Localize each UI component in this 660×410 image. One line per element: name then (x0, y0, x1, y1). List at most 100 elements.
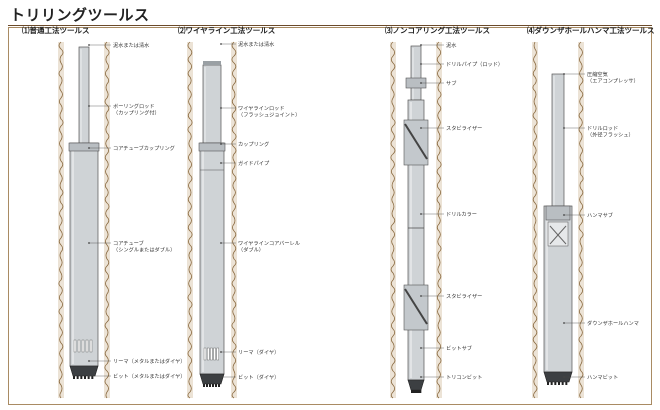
bit-tooth (209, 384, 211, 387)
leader-dot (563, 73, 565, 75)
leader-dot (88, 242, 90, 244)
bit-tooth (554, 382, 557, 385)
bit-tooth (419, 390, 422, 393)
part-label: ガイドパイプ (238, 159, 270, 167)
part-label: スタビライザー (446, 124, 482, 132)
tool-group-1: ⑴普通工法ツールス泥水または清水ボーリングロッド（カップリング付）コアチューブカ… (22, 25, 185, 399)
stabilizer-blade (404, 288, 428, 325)
part-label: スタビライザー (446, 292, 482, 300)
leader-dot (420, 82, 422, 84)
part-label: ドリルロッド (587, 126, 618, 132)
part-label: リーマ（メタルまたはダイヤ） (113, 357, 185, 365)
bit-tooth (73, 376, 75, 379)
title-divider (8, 25, 652, 26)
tool-title: ⑴普通工法ツールス (22, 25, 90, 35)
part-label: 泥水または清水 (238, 40, 275, 48)
part-label: （ダブル） (238, 246, 264, 254)
borehole-edge-left (58, 41, 64, 399)
part-label: カップリング (238, 140, 269, 148)
reamer-slot (210, 347, 213, 361)
reamer-slot (81, 339, 85, 353)
part-label: ビット（メタルまたはダイヤ） (113, 372, 185, 380)
leader-dot (563, 322, 565, 324)
leader-dot (88, 375, 90, 377)
drill-rod (202, 64, 222, 144)
bit-tooth (203, 384, 205, 387)
part-label: 泥水または清水 (113, 41, 150, 49)
bit-tooth (412, 390, 415, 393)
reamer-slot (203, 347, 207, 361)
bit-tooth (215, 384, 217, 387)
reamer-slot (77, 339, 81, 353)
bit-tooth (417, 390, 420, 393)
bit-tooth (80, 376, 83, 379)
part-label: （外径フラッシュ） (587, 131, 634, 139)
leader-dot (563, 376, 565, 378)
leader-dot (563, 127, 565, 129)
drill-bit (543, 371, 573, 383)
page-title: トリリングツールス (10, 6, 150, 24)
leader-dot (420, 63, 422, 65)
bit-tooth (411, 390, 413, 393)
part-label: コアチューブ (113, 239, 144, 247)
leader-dot (88, 360, 90, 362)
tool-title: ⑵ワイヤライン工法ツールス (178, 25, 275, 35)
leader-dot (420, 376, 422, 378)
bit-tooth (558, 382, 560, 385)
part-label: コアチューブカップリング (113, 144, 175, 152)
borehole-wall-right (578, 42, 584, 398)
leader-dot (88, 147, 90, 149)
leader-dot (420, 127, 422, 129)
stabilizer-blade (404, 123, 428, 160)
drill-rod (78, 46, 90, 144)
part-label: 泥水 (446, 41, 457, 49)
part-label: （エアコンプレッサ） (587, 78, 639, 85)
leader-dot (220, 143, 222, 145)
part-label: トリコンビット (446, 373, 482, 381)
borehole-wall-left (532, 42, 538, 398)
borehole-wall-left (58, 42, 64, 398)
borehole-edge-left (187, 41, 193, 399)
reamer-slot (216, 347, 220, 361)
part-label: （カップリング付） (113, 109, 160, 117)
borehole-edge-right (104, 41, 110, 399)
borehole-wall-right (231, 42, 237, 398)
hammer-spring (549, 225, 567, 245)
part-label: ハンマサブ (587, 211, 613, 219)
bit-tooth (416, 390, 418, 393)
part-label: サブ (446, 79, 456, 87)
part-label: ワイヤラインコアバーレル (238, 240, 300, 247)
bit-tooth (206, 384, 208, 387)
part-label: ビットサブ (446, 344, 472, 352)
tool-group-4: ⑷ダウンザホールハンマ工法ツールス圧縮空気（エアコンプレッサ）ドリルロッド（外径… (527, 25, 655, 399)
bit-tooth (84, 376, 86, 379)
hammer-sub (545, 205, 571, 221)
drill-bit (199, 373, 225, 385)
coupling (68, 142, 100, 152)
tool-title: ⑷ダウンザホールハンマ工法ツールス (527, 25, 655, 35)
bit-tooth (212, 384, 214, 387)
borehole-wall-left (390, 42, 396, 398)
leader-dot (220, 376, 222, 378)
leader-dot (220, 162, 222, 164)
borehole-edge-right (578, 41, 584, 399)
part-label: ワイヤラインロッド (238, 105, 285, 112)
borehole-wall-left (187, 42, 193, 398)
part-label: リーマ（ダイヤ） (238, 348, 279, 356)
part-label: ハンマビット (587, 373, 618, 381)
part-label: （フラッシュジョイント） (238, 112, 300, 119)
part-label: ダウンザホールハンマ (587, 319, 639, 327)
bit-tooth (76, 376, 79, 379)
tool-body (69, 142, 99, 367)
leader-dot (220, 107, 222, 109)
part-label: ドリルパイプ（ロッド） (446, 61, 503, 68)
drill-bit (69, 365, 99, 377)
tool-group-2: ⑵ワイヤライン工法ツールス泥水または清水ワイヤラインロッド（フラッシュジョイント… (178, 25, 300, 399)
reamer-slot (89, 339, 93, 353)
coupling (198, 142, 226, 152)
leader-dot (220, 351, 222, 353)
tool-title: ⑶ノンコアリング工法ツールス (385, 25, 490, 35)
rod-cap (203, 61, 221, 65)
bit-tooth (565, 382, 568, 385)
